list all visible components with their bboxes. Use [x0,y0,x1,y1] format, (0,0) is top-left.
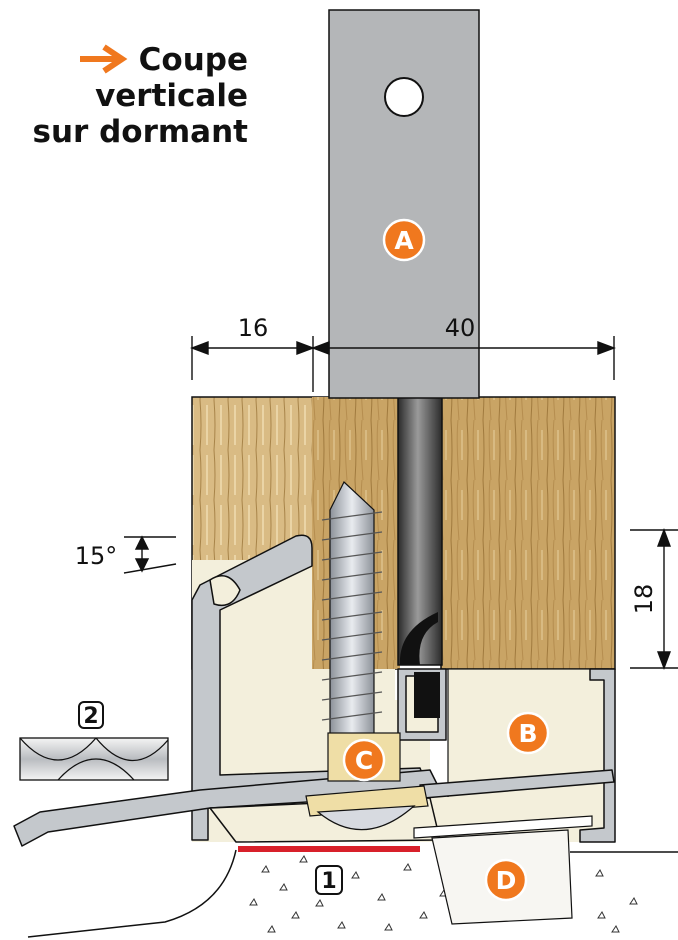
badge-c [342,738,386,782]
dimension-angle: 15° [75,542,118,570]
fixing-strap-a [328,9,480,399]
badge-d-label: D [496,866,517,895]
strap-hole [384,77,424,117]
badge-b-label: B [518,719,537,748]
badge-c-label: C [355,746,373,775]
badge-a [382,218,426,262]
marker-1 [315,865,343,895]
weather-seal [399,612,438,665]
badge-d [484,858,528,902]
badge-b [506,711,550,755]
marker-2 [78,701,104,729]
dimension-16: 16 [238,314,269,342]
badge-a-label: A [394,226,414,255]
title-line-3: sur dormant [32,114,249,150]
masonry-ground [27,849,678,938]
wood-screw [321,481,383,736]
title-line-2: verticale [95,78,248,114]
dimension-18: 18 [630,584,658,615]
drill-bit-icon [19,737,169,781]
sealant-bead [238,846,420,852]
screw-head [316,805,416,831]
dimension-lines [123,336,678,670]
dimension-40: 40 [445,314,476,342]
marker-1-label: 1 [321,869,336,894]
timber-frame-right [440,396,616,670]
seal-foot [414,672,440,718]
title-line-1: Coupe [138,42,248,78]
orange-arrow-icon [80,44,128,74]
marker-2-label: 2 [83,704,98,729]
metal-rod [397,396,443,666]
